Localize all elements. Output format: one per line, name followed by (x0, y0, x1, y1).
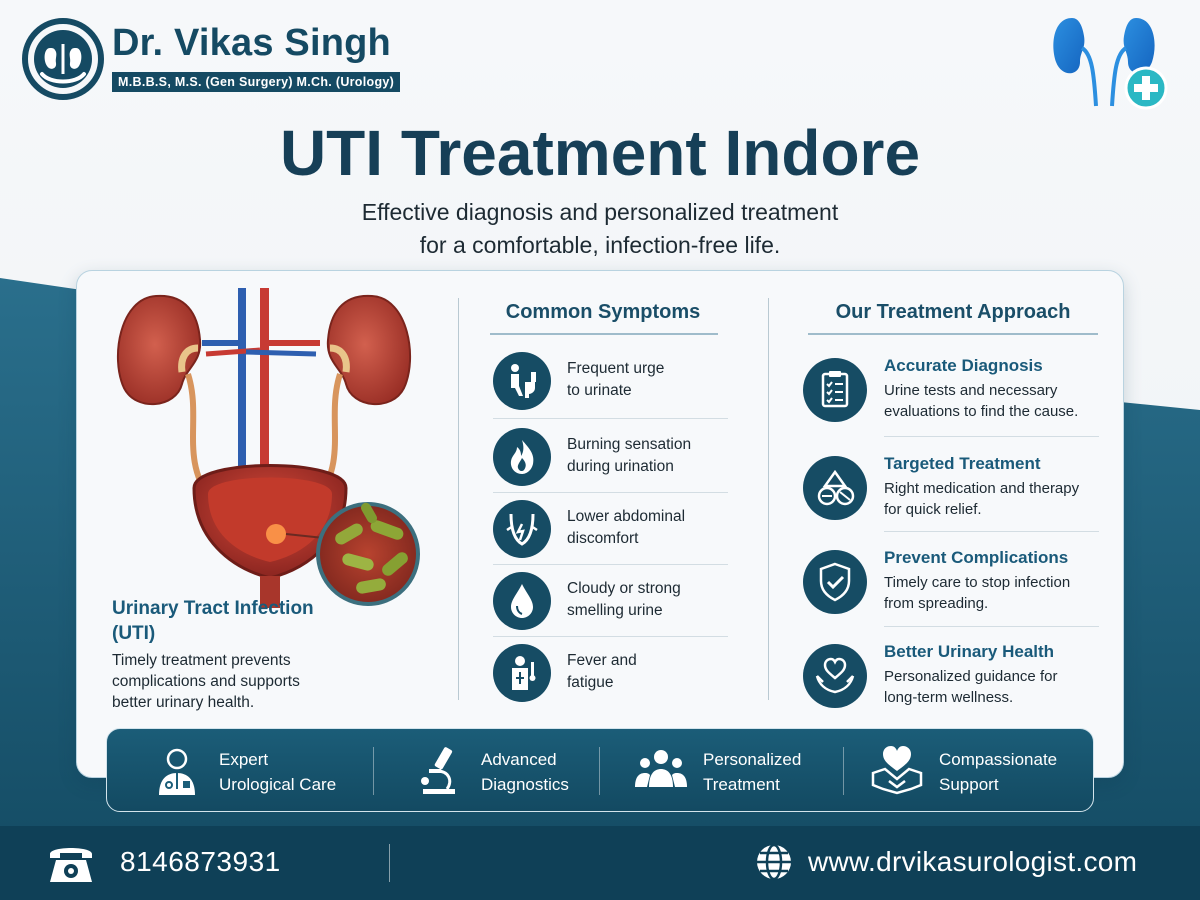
row-separator (884, 531, 1099, 532)
row-separator (884, 436, 1099, 437)
people-group-icon (635, 750, 687, 787)
telephone-icon (50, 848, 92, 882)
website-link[interactable]: www.drvikasurologist.com (808, 846, 1138, 877)
uti-description: Timely treatment prevents complications … (112, 652, 300, 711)
symptoms-underline (490, 333, 718, 335)
treatment-item: Accurate Diagnosis Urine tests and neces… (803, 350, 1103, 440)
doctor-icon (159, 748, 195, 795)
row-separator (493, 564, 728, 565)
symptoms-title: Common Symptoms (505, 301, 701, 323)
clipboard-checklist-icon (803, 358, 867, 422)
microscope-icon (421, 747, 455, 794)
row-separator (493, 418, 728, 419)
flame-icon (493, 428, 551, 486)
treatment-underline (808, 333, 1098, 335)
abdomen-pain-icon (493, 500, 551, 558)
page-title: UTI Treatment Indore (279, 117, 921, 189)
row-separator (493, 492, 728, 493)
kidneys-plus-icon (1053, 18, 1168, 110)
treatment-item: Prevent Complications Timely care to sto… (803, 542, 1103, 632)
droplet-icon (493, 572, 551, 630)
footer-divider (389, 844, 390, 882)
treatment-title: Our Treatment Approach (835, 301, 1071, 323)
feature-divider (599, 747, 600, 795)
row-separator (884, 626, 1099, 627)
column-divider (458, 298, 459, 700)
phone-number[interactable]: 8146873931 (120, 846, 281, 877)
column-divider (768, 298, 769, 700)
footer-bar: 8146873931 www.drvikasurologist.com (0, 826, 1200, 900)
treatment-item: Targeted Treatment Right medication and … (803, 448, 1103, 538)
globe-icon (757, 843, 791, 881)
fever-person-icon (493, 644, 551, 702)
feature-divider (373, 747, 374, 795)
uti-heading: Urinary Tract Infection (UTI) (112, 598, 314, 644)
doctor-qualifications: M.B.B.S, M.S. (Gen Surgery) M.Ch. (Urolo… (112, 72, 401, 92)
heart-handshake-icon (871, 746, 923, 795)
doctor-name: Dr. Vikas Singh (112, 22, 391, 64)
pills-icon (803, 456, 867, 520)
toilet-person-icon (493, 352, 551, 410)
shield-check-icon (803, 550, 867, 614)
treatment-item: Better Urinary Health Personalized guida… (803, 636, 1103, 726)
heart-hands-icon (803, 644, 867, 708)
feature-divider (843, 747, 844, 795)
urinary-tract-illustration (117, 288, 420, 608)
kidney-hands-logo-icon (22, 18, 104, 100)
row-separator (493, 636, 728, 637)
page-subtitle: Effective diagnosis and personalized tre… (361, 199, 839, 258)
